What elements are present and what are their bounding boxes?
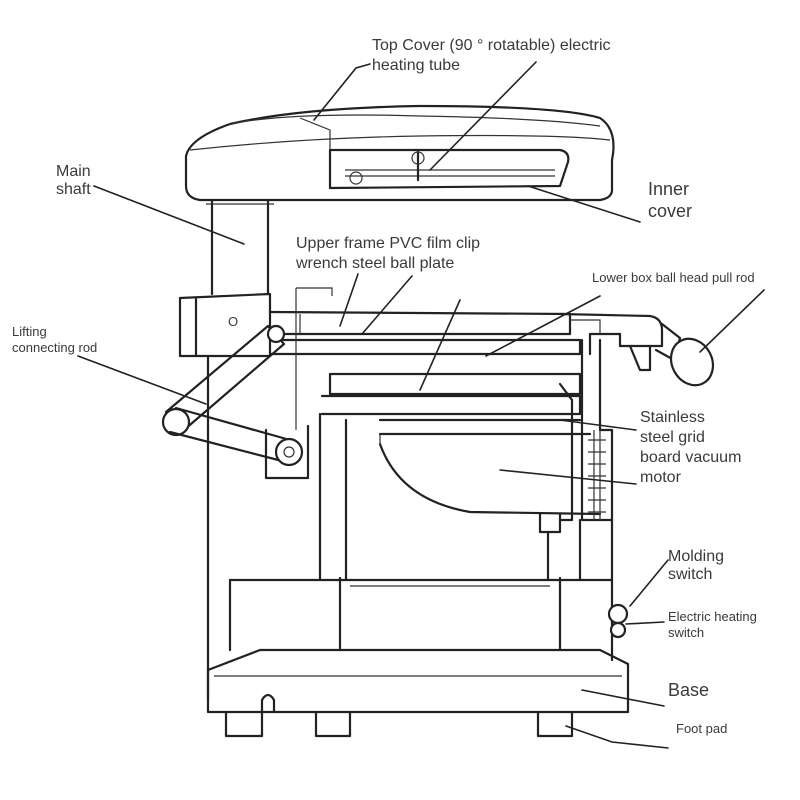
upper-frame (178, 292, 664, 372)
leader-lines (77, 61, 765, 749)
ball-head-pull-rod (654, 322, 715, 387)
label-lower-box: Lower box ball head pull rod (592, 270, 755, 285)
label-base: Base (668, 680, 709, 700)
label-stainless-1: Stainless (640, 409, 705, 426)
main-shaft (206, 198, 274, 296)
label-lifting-1: Lifting (12, 324, 47, 339)
label-main-shaft-2: shaft (56, 181, 91, 198)
label-lifting-2: connecting rod (12, 340, 97, 355)
label-bracket-mark: O (228, 314, 238, 329)
label-stainless-4: motor (640, 469, 682, 486)
lifting-rod (161, 287, 333, 480)
label-stainless-2: steel grid (640, 429, 705, 446)
label-top-cover-2: heating tube (372, 57, 460, 74)
label-upper-frame-1: Upper frame PVC film clip (296, 235, 480, 252)
machine-drawing (161, 104, 715, 738)
label-upper-frame-2: wrench steel ball plate (295, 255, 454, 272)
base (206, 648, 630, 714)
label-stainless-3: board vacuum (640, 449, 741, 466)
label-foot-pad: Foot pad (676, 721, 727, 736)
label-top-cover-1: Top Cover (90 ° rotatable) electric (372, 37, 611, 54)
label-heating-switch-2: switch (668, 625, 704, 640)
label-molding-1: Molding (668, 548, 724, 565)
label-inner-cover-1: Inner (648, 179, 689, 199)
label-molding-2: switch (668, 566, 712, 583)
top-cover (184, 104, 615, 202)
foot-pads (224, 710, 574, 738)
labels: Top Cover (90 ° rotatable) electric heat… (12, 37, 757, 736)
label-heating-switch-1: Electric heating (668, 609, 757, 624)
label-main-shaft-1: Main (56, 163, 91, 180)
label-inner-cover-2: cover (648, 201, 692, 221)
lower-box (206, 338, 629, 702)
